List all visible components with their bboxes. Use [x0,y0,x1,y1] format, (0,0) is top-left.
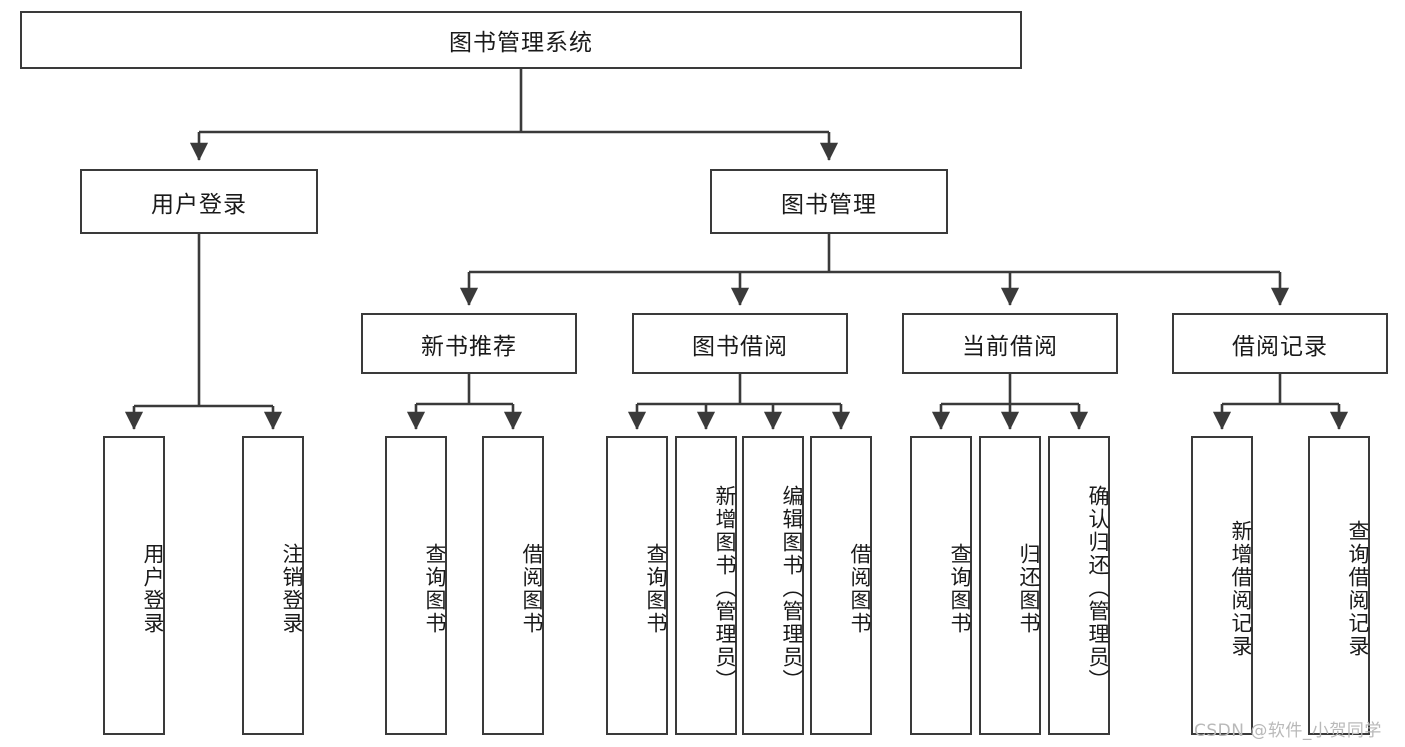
leaf-record-add-borrow-record[interactable]: 新增借阅记录 [1191,436,1253,735]
node-label: 用户登录 [141,542,165,635]
node-label: 查询图书 [948,542,972,635]
leaf-user-login[interactable]: 用户登录 [103,436,165,735]
node-root-system[interactable]: 图书管理系统 [20,11,1022,69]
leaf-current-confirm-return-admin[interactable]: 确认归还（管理员） [1048,436,1110,735]
node-label: 用户登录 [151,191,247,218]
node-label: 新增图书（管理员） [713,485,737,692]
leaf-recommend-query-book[interactable]: 查询图书 [385,436,447,735]
watermark-text: CSDN @软件_小贺同学 [1194,721,1382,741]
node-label: 查询借阅记录 [1346,519,1370,658]
leaf-borrow-borrow-book[interactable]: 借阅图书 [810,436,872,735]
leaf-recommend-borrow-book[interactable]: 借阅图书 [482,436,544,735]
leaf-borrow-edit-book-admin[interactable]: 编辑图书（管理员） [742,436,804,735]
leaf-borrow-add-book-admin[interactable]: 新增图书（管理员） [675,436,737,735]
node-label: 新书推荐 [421,333,517,360]
node-label: 图书管理系统 [449,30,593,56]
node-label: 图书管理 [781,191,877,218]
node-new-book-recommend[interactable]: 新书推荐 [361,313,577,374]
node-book-borrow[interactable]: 图书借阅 [632,313,848,374]
leaf-current-query-book[interactable]: 查询图书 [910,436,972,735]
leaf-borrow-query-book[interactable]: 查询图书 [606,436,668,735]
node-label: 借阅记录 [1232,333,1328,360]
node-book-management[interactable]: 图书管理 [710,169,948,234]
node-label: 图书借阅 [692,333,788,360]
node-label: 查询图书 [423,542,447,635]
node-label: 新增借阅记录 [1229,519,1253,658]
node-label: 查询图书 [644,542,668,635]
node-label: 当前借阅 [962,333,1058,360]
node-current-borrow[interactable]: 当前借阅 [902,313,1118,374]
leaf-record-query-borrow-record[interactable]: 查询借阅记录 [1308,436,1370,735]
node-borrow-record[interactable]: 借阅记录 [1172,313,1388,374]
leaf-user-logout[interactable]: 注销登录 [242,436,304,735]
node-label: 借阅图书 [848,542,872,635]
node-label: 归还图书 [1017,542,1041,635]
leaf-current-return-book[interactable]: 归还图书 [979,436,1041,735]
node-user-login[interactable]: 用户登录 [80,169,318,234]
node-label: 注销登录 [280,542,304,635]
node-label: 编辑图书（管理员） [780,485,804,692]
node-label: 借阅图书 [520,542,544,635]
node-label: 确认归还（管理员） [1086,485,1110,692]
